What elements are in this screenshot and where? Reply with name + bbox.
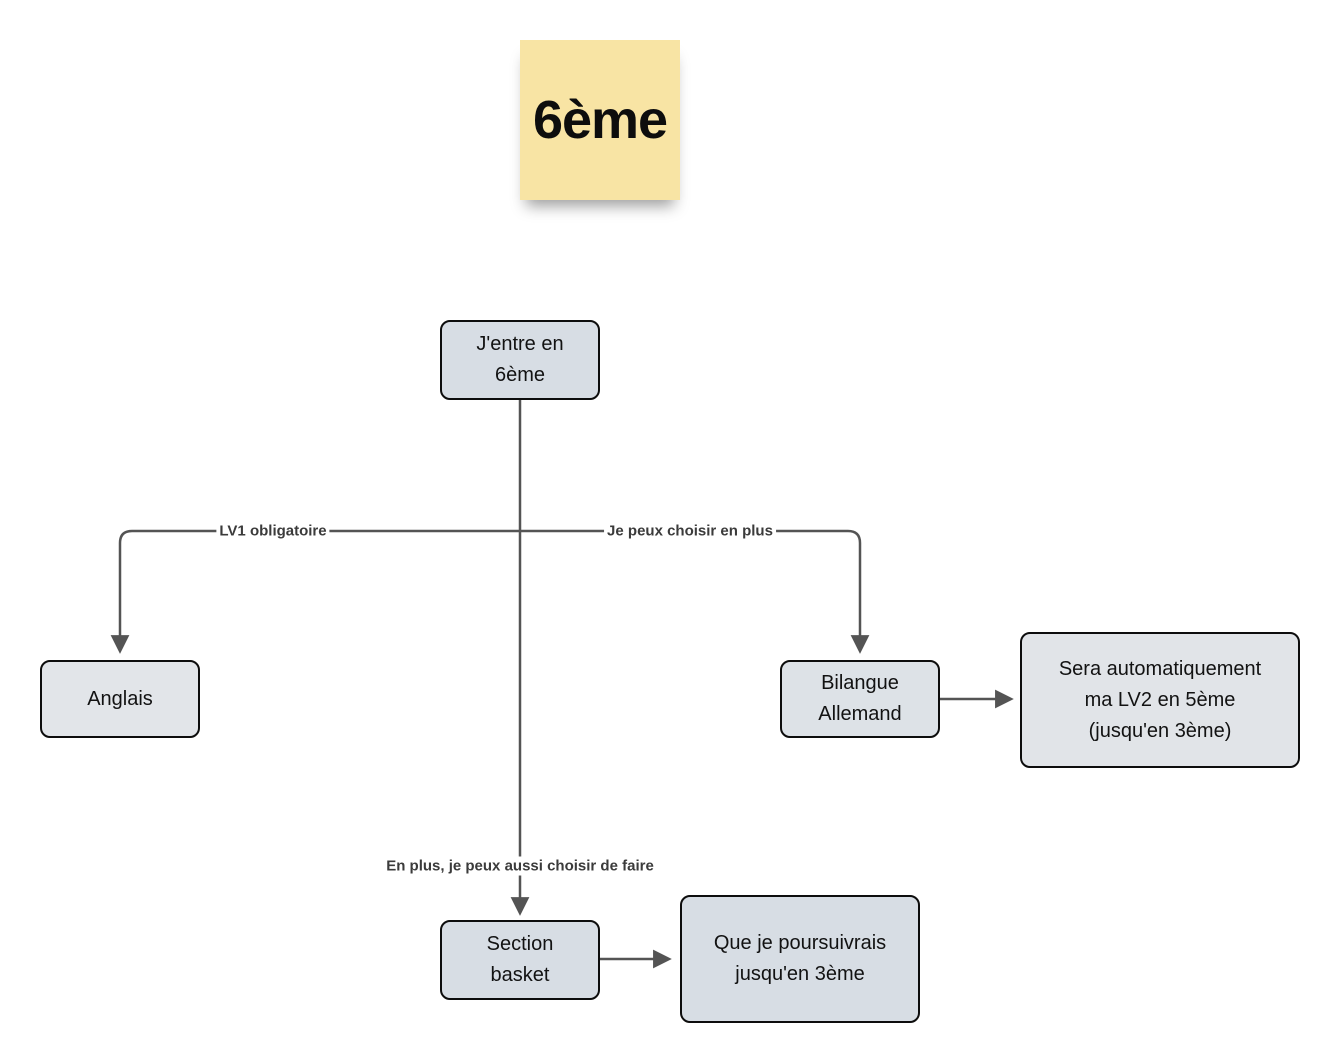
node-label: J'entre en 6ème (476, 333, 564, 386)
node-label: Anglais (87, 687, 153, 710)
node-jentre-en-6eme[interactable]: J'entre en 6ème (440, 320, 600, 400)
sticky-note-6eme[interactable]: 6ème (520, 40, 680, 200)
node-sera-automatiquement-lv2[interactable]: Sera automatiquement ma LV2 en 5ème (jus… (1020, 632, 1300, 768)
edge-label-lv1-obligatoire[interactable]: LV1 obligatoire (216, 521, 330, 541)
node-anglais[interactable]: Anglais (40, 660, 200, 738)
node-poursuite-jusquen-3eme[interactable]: Que je poursuivrais jusqu'en 3ème (680, 895, 920, 1023)
edge-label-je-peux-choisir-en-plus[interactable]: Je peux choisir en plus (604, 521, 776, 541)
edge-label-en-plus-choisir-de-faire[interactable]: En plus, je peux aussi choisir de faire (383, 856, 657, 876)
node-label: Sera automatiquement ma LV2 en 5ème (jus… (1058, 657, 1262, 742)
node-label: Section basket (486, 933, 554, 986)
connector-entry-to-anglais[interactable] (110, 529, 520, 654)
node-bilangue-allemand[interactable]: Bilangue Allemand (780, 660, 940, 738)
connector-entry-to-bilangue[interactable] (520, 529, 870, 654)
node-section-basket[interactable]: Section basket (440, 920, 600, 1000)
node-label: Que je poursuivrais jusqu'en 3ème (713, 932, 887, 985)
node-label: Bilangue Allemand (818, 672, 902, 725)
sticky-note-title: 6ème (532, 90, 668, 150)
